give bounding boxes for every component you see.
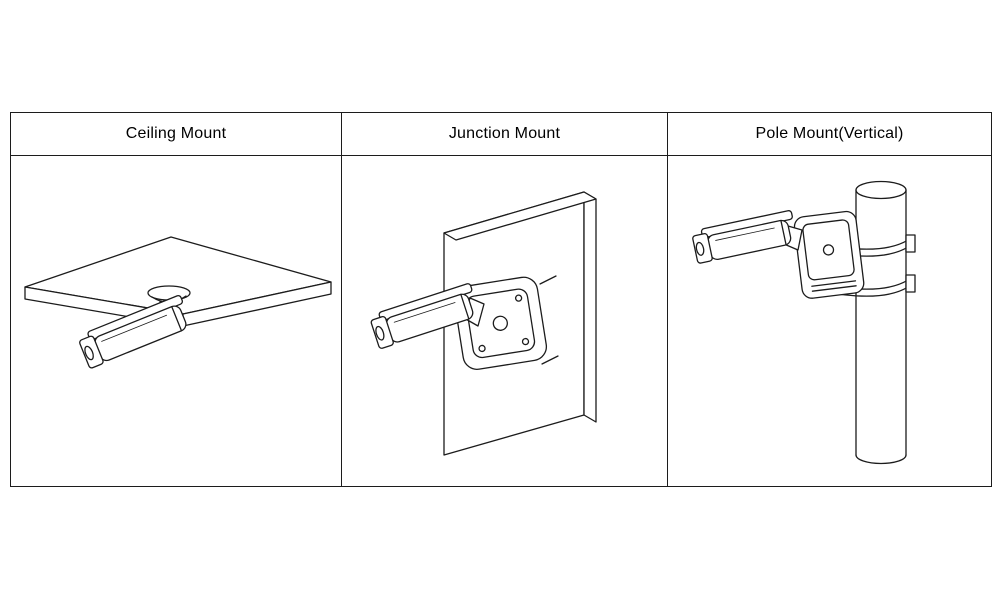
pole-mount-label: Pole Mount(Vertical) [755,125,904,142]
ceiling-slab [24,236,332,327]
header-cell-ceiling-mount: Ceiling Mount [10,112,342,156]
bullet-camera-icon [79,294,187,369]
mount-table-body [10,155,992,487]
header-row: Ceiling Mount Junction Mount Pole Mount(… [10,112,992,156]
pole-mount-cell [667,155,992,487]
ceiling-mount-cell [10,155,342,487]
bullet-camera-icon [370,283,474,349]
junction-mount-illustration [370,191,597,456]
junction-box [453,276,548,370]
illustration-row [10,155,992,487]
mount-options-table: Ceiling Mount Junction Mount Pole Mount(… [10,112,992,487]
pole [855,180,907,465]
pole-mount-illustration [692,180,916,465]
ceiling-mount-illustration [24,236,332,369]
bullet-camera-icon [692,210,793,264]
ceiling-mount-label: Ceiling Mount [125,125,227,142]
header-cell-junction-mount: Junction Mount [341,112,668,156]
junction-box [793,210,865,299]
mount-table-header: Ceiling Mount Junction Mount Pole Mount(… [10,112,992,156]
junction-mount-label: Junction Mount [448,125,561,142]
junction-mount-cell [341,155,668,487]
header-cell-pole-mount: Pole Mount(Vertical) [667,112,992,156]
